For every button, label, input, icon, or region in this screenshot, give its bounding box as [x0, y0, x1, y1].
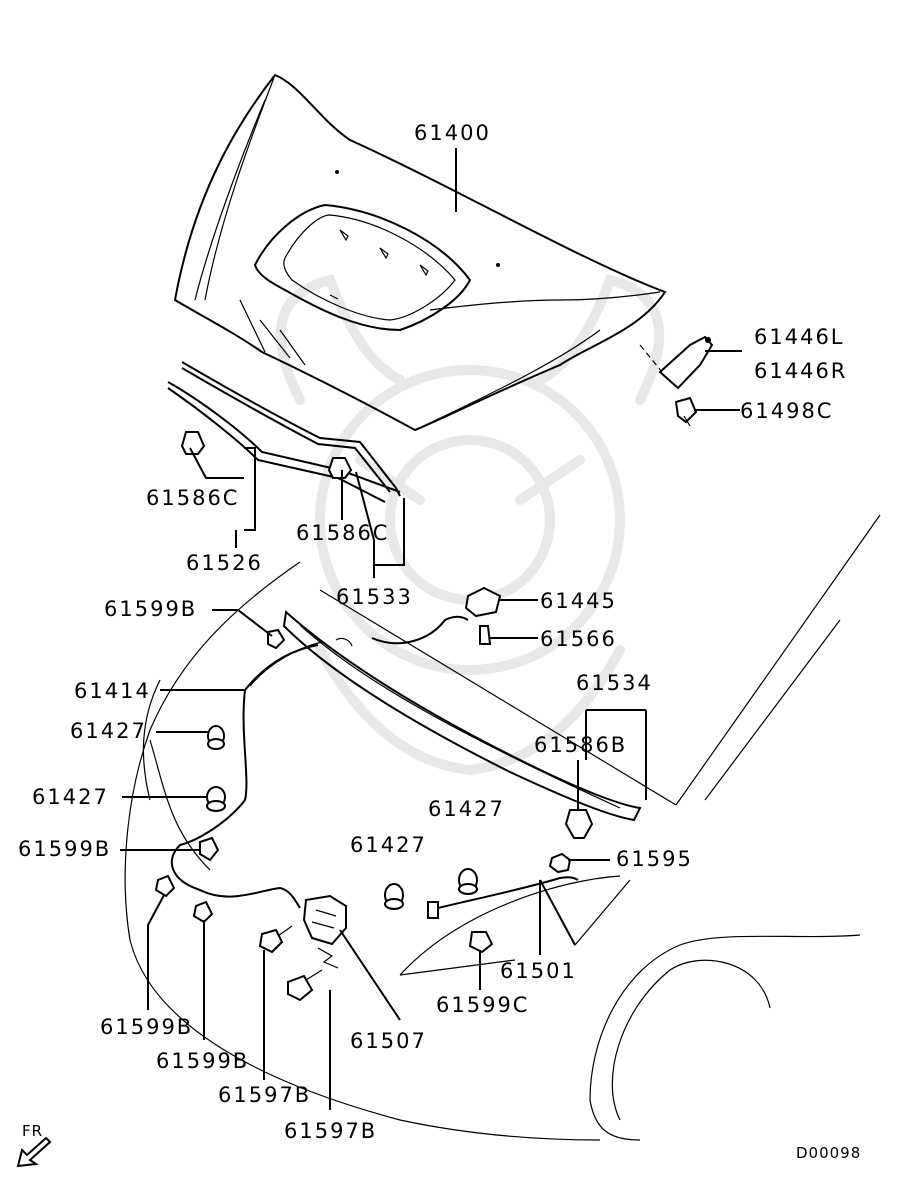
callout-61526: 61526 [186, 551, 263, 575]
callout-61599B-d: 61599B [156, 1049, 249, 1073]
front-arrow-icon [16, 1136, 52, 1168]
cowl-clip [564, 809, 594, 839]
front-direction-indicator: FR [16, 1122, 52, 1168]
watermark-logo [275, 274, 665, 776]
leader-lines [120, 148, 742, 1110]
hood-seals [167, 361, 401, 503]
callout-61498C: 61498C [740, 399, 833, 423]
callout-61566: 61566 [540, 627, 617, 651]
callout-61599B-c: 61599B [100, 1015, 193, 1039]
rivet [479, 625, 492, 645]
hood-panel [173, 73, 667, 432]
stay-holder [464, 586, 502, 618]
diagram-id: D00098 [796, 1144, 861, 1162]
callout-61427-b: 61427 [32, 785, 109, 809]
seal-clip-a [180, 431, 206, 455]
cable-clip-lower-a [154, 874, 176, 898]
hood-bumper-c [384, 883, 404, 910]
direction-label: FR [22, 1122, 43, 1140]
release-cable [170, 641, 323, 909]
cable-clip-top [267, 628, 286, 650]
callout-61586C-b: 61586C [296, 521, 389, 545]
hinge-bolt [674, 396, 698, 427]
callout-61599B-b: 61599B [18, 837, 111, 861]
callout-61534: 61534 [576, 671, 653, 695]
callout-61597B-b: 61597B [284, 1119, 377, 1143]
hood-lock [302, 894, 347, 969]
callout-61586B: 61586B [534, 733, 627, 757]
seal-clip-b [327, 457, 353, 479]
lock-bolt-a [258, 925, 293, 954]
callout-61427-a: 61427 [70, 719, 147, 743]
hood-bumper-a [207, 725, 225, 750]
cable-clip-lower-b [192, 900, 214, 924]
lock-cable [427, 876, 579, 919]
callout-61427-c: 61427 [428, 797, 505, 821]
callout-61414: 61414 [74, 679, 151, 703]
callout-61445: 61445 [540, 589, 617, 613]
callout-61446L: 61446L [754, 325, 845, 349]
callout-61427-d: 61427 [350, 833, 427, 857]
cable-clip-mid [199, 836, 220, 862]
hood-bumper-d [458, 868, 478, 895]
callout-61507: 61507 [350, 1029, 427, 1053]
callout-labels: 61400 61446L 61446R 61498C 61586C 61526 … [18, 121, 847, 1143]
lock-bolt-b [287, 969, 323, 1002]
callout-61586C-a: 61586C [146, 486, 239, 510]
callout-61595: 61595 [616, 847, 693, 871]
hood-bumper-b [206, 786, 226, 812]
callout-61446R: 61446R [754, 359, 847, 383]
callout-61501: 61501 [500, 959, 577, 983]
callout-61597B-a: 61597B [218, 1083, 311, 1107]
callout-61533: 61533 [336, 585, 413, 609]
callout-61599C: 61599C [436, 993, 529, 1017]
hood-hinge [639, 335, 714, 390]
cowl-seal [282, 610, 642, 822]
nut [548, 852, 572, 874]
stay-wire [335, 615, 469, 647]
callout-61599B-a: 61599B [104, 597, 197, 621]
car-body-outline [124, 514, 881, 1141]
callout-61400: 61400 [414, 121, 491, 145]
cable-clip-c [468, 931, 494, 954]
